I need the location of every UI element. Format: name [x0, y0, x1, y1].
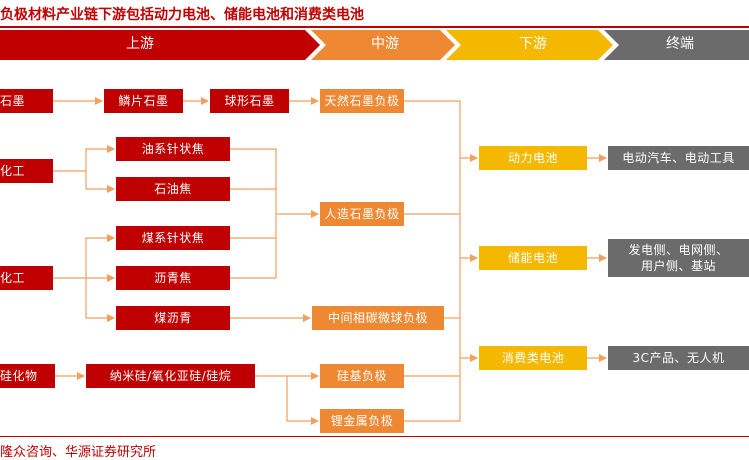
stage-terminal-label: 终端	[666, 36, 694, 52]
source-graphite: 石墨	[0, 89, 53, 113]
stage-upstream-label: 上游	[126, 36, 154, 52]
terminal-ev-tools-text: 电动汽车、电动工具	[622, 151, 735, 165]
terminal-ev-tools: 电动汽车、电动工具	[608, 146, 749, 170]
source-chemical-coal: 化工	[0, 266, 53, 290]
material-spherical-graphite: 球形石墨	[210, 89, 289, 113]
stage-downstream-label: 下游	[519, 36, 547, 52]
stage-banner	[0, 30, 749, 60]
anode-silicon-based: 硅基负极	[320, 364, 404, 388]
source-chemical-oil: 化工	[0, 159, 53, 183]
material-oil-needle-coke: 油系针状焦	[116, 137, 230, 161]
terminal-3c-drones-text: 3C产品、无人机	[632, 351, 725, 365]
battery-power: 动力电池	[479, 146, 587, 170]
material-flake-graphite: 鳞片石墨	[104, 89, 183, 113]
stage-midstream-label: 中游	[371, 36, 399, 52]
anode-artificial-graphite: 人造石墨负极	[320, 202, 404, 226]
source-note: 隆众咨询、华源证券研究所	[0, 445, 157, 460]
material-silicon-precursors: 纳米硅/氧化亚硅/硅烷	[86, 364, 255, 388]
anode-lithium-metal: 锂金属负极	[320, 409, 404, 433]
material-petroleum-coke: 石油焦	[116, 177, 230, 201]
terminal-grid-storage: 发电侧、电网侧、 用户侧、基站	[608, 239, 749, 277]
anode-natural-graphite: 天然石墨负极	[320, 89, 404, 113]
material-coal-needle-coke: 煤系针状焦	[116, 226, 230, 250]
title-rule	[0, 26, 749, 28]
stage-upstream-arrow	[0, 30, 320, 60]
battery-consumer: 消费类电池	[479, 346, 587, 370]
diagram-title: 负极材料产业链下游包括动力电池、储能电池和消费类电池	[0, 7, 364, 23]
material-pitch-coke: 沥青焦	[116, 266, 230, 290]
anode-mesocarbon-microbeads: 中间相碳微球负极	[312, 306, 444, 330]
stage-midstream-arrow	[311, 30, 455, 60]
stage-terminal-arrow	[604, 30, 749, 60]
source-silicide: 硅化物	[0, 364, 55, 388]
stage-downstream-arrow	[446, 30, 613, 60]
terminal-3c-drones: 3C产品、无人机	[608, 346, 749, 370]
footer-rule	[0, 436, 749, 437]
terminal-grid-storage-line2: 用户侧、基站	[640, 259, 716, 273]
battery-energy-storage: 储能电池	[479, 246, 587, 270]
terminal-grid-storage-line1: 发电侧、电网侧、	[628, 243, 729, 257]
material-coal-tar-pitch: 煤沥青	[116, 306, 230, 330]
